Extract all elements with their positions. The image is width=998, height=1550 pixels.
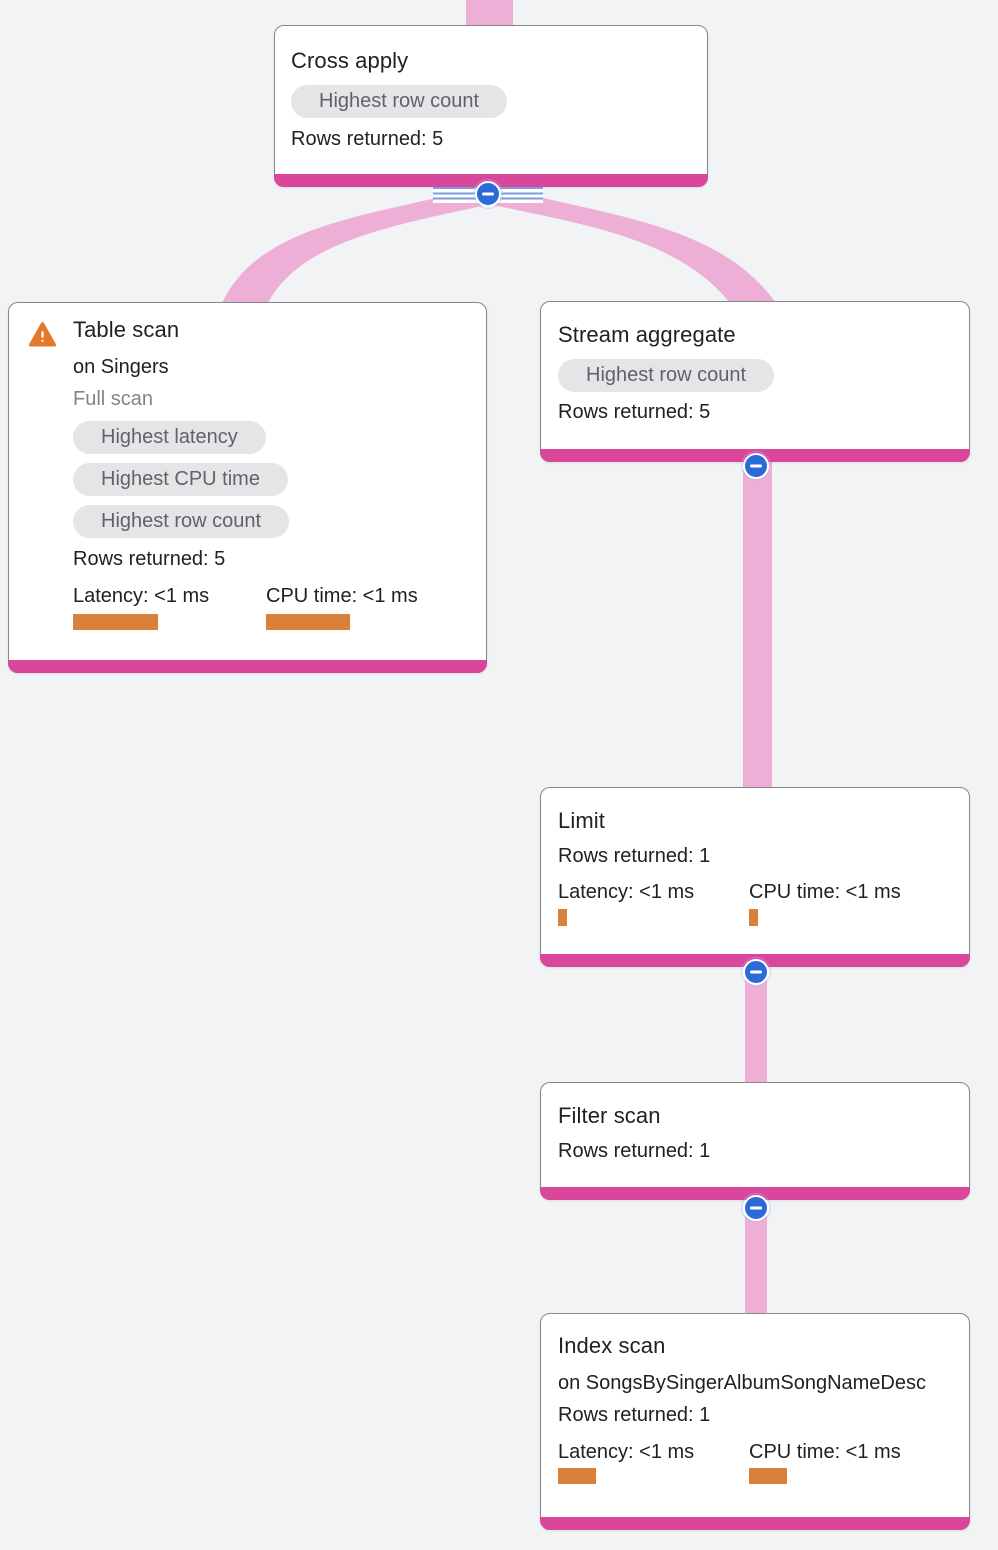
node-title: Index scan (558, 1333, 666, 1358)
cpu-time-bar (749, 1468, 787, 1484)
edge-limit-to-filter-scan (745, 960, 767, 1090)
latency-label: Latency: <1 ms (558, 1441, 695, 1463)
collapse-edge-button-limit[interactable] (741, 957, 771, 987)
rows-returned-label: Rows returned: 1 (558, 1140, 711, 1162)
edge-cross-apply-to-table-scan (222, 196, 487, 303)
node-title: Table scan (73, 317, 180, 342)
badge-highest-row-count: Highest row count (558, 359, 775, 392)
node-accent-strip (540, 1517, 970, 1530)
rows-returned-label: Rows returned: 5 (558, 401, 711, 423)
node-filter-scan[interactable]: Filter scan Rows returned: 1 (540, 1082, 970, 1200)
minus-icon (482, 192, 494, 196)
node-title: Filter scan (558, 1103, 661, 1128)
node-index-scan[interactable]: Index scan on SongsBySingerAlbumSongName… (540, 1313, 970, 1530)
rows-returned-label: Rows returned: 1 (558, 845, 711, 867)
node-subtitle: on Singers (73, 356, 169, 378)
node-cross-apply[interactable]: Cross apply Highest row count Rows retur… (274, 25, 708, 187)
rows-returned-label: Rows returned: 5 (73, 548, 226, 570)
cpu-time-bar (266, 614, 350, 630)
edge-cross-apply-to-stream-aggregate (492, 196, 776, 303)
node-subtitle: on SongsBySingerAlbumSongNameDesc (558, 1372, 926, 1394)
rows-returned-label: Rows returned: 1 (558, 1404, 711, 1426)
cpu-time-label: CPU time: <1 ms (749, 1441, 901, 1463)
latency-label: Latency: <1 ms (558, 881, 695, 903)
node-accent-strip (8, 660, 487, 673)
minus-icon (750, 1206, 762, 1210)
node-title: Cross apply (291, 48, 409, 73)
latency-bar (558, 909, 567, 926)
node-table-scan[interactable]: Table scan on Singers Full scan Highest … (8, 302, 487, 673)
cpu-time-bar (749, 909, 758, 926)
latency-label: Latency: <1 ms (73, 585, 210, 607)
node-limit[interactable]: Limit Rows returned: 1 Latency: <1 ms CP… (540, 787, 970, 967)
node-note: Full scan (73, 388, 154, 410)
badge-highest-row-count: Highest row count (291, 85, 508, 118)
minus-icon (750, 464, 762, 468)
rows-returned-label: Rows returned: 5 (291, 128, 444, 150)
minus-icon (750, 970, 762, 974)
badge-highest-cpu-time: Highest CPU time (73, 463, 288, 496)
edge-stream-aggregate-to-limit (743, 455, 772, 795)
badge-highest-latency: Highest latency (73, 421, 266, 454)
node-stream-aggregate[interactable]: Stream aggregate Highest row count Rows … (540, 301, 970, 462)
edge-filter-scan-to-index-scan (745, 1195, 767, 1320)
collapse-edge-button-stream-aggregate[interactable] (741, 451, 771, 481)
latency-bar (73, 614, 158, 630)
node-title: Limit (558, 808, 605, 833)
latency-bar (558, 1468, 596, 1484)
node-title: Stream aggregate (558, 322, 736, 347)
cpu-time-label: CPU time: <1 ms (266, 585, 418, 607)
warning-icon (29, 322, 56, 347)
edge-curves (222, 196, 776, 303)
badge-highest-row-count: Highest row count (73, 505, 290, 538)
cpu-time-label: CPU time: <1 ms (749, 881, 901, 903)
collapse-edge-button-filter-scan[interactable] (741, 1193, 771, 1223)
collapse-edge-button-cross-apply[interactable] (473, 179, 503, 209)
